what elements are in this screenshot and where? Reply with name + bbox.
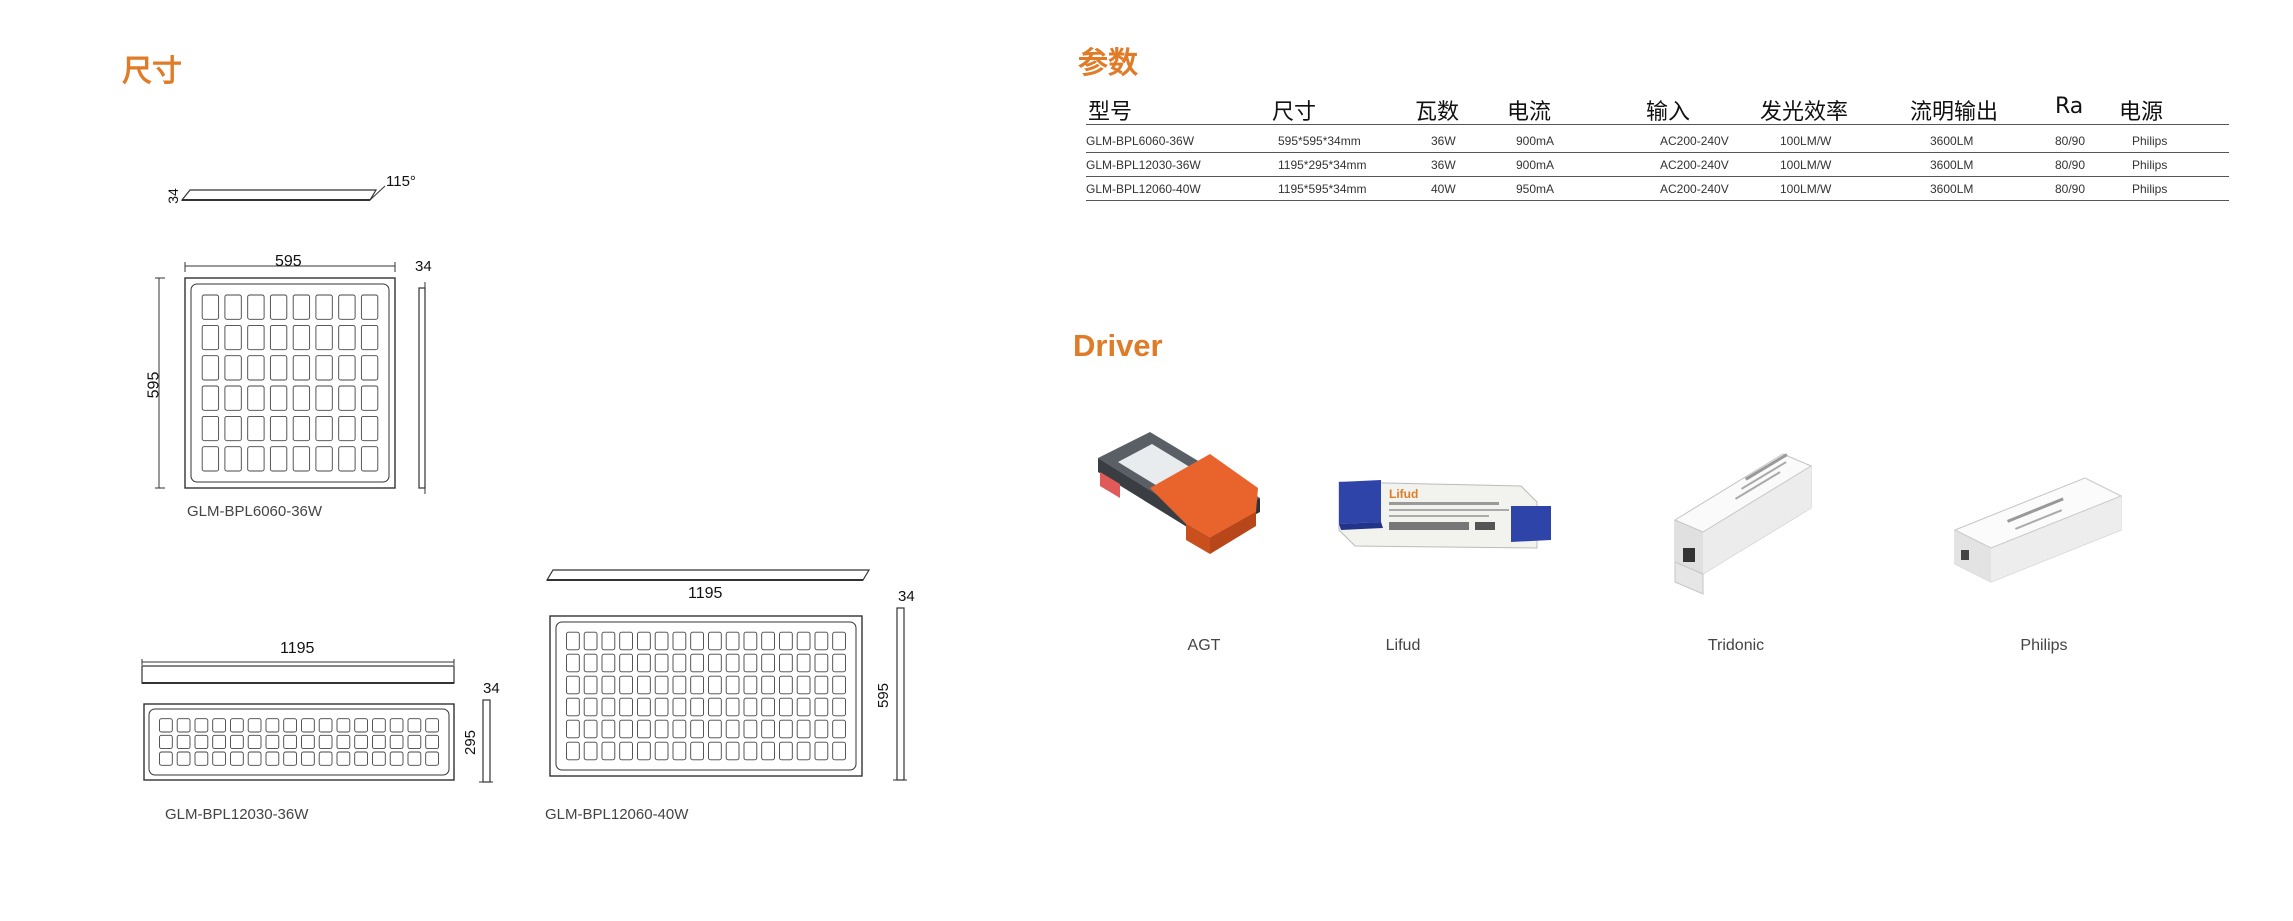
bpl12060-height-label: 595 [875,682,893,709]
bpl6060-height-label: 595 [145,371,163,399]
driver-name-lifud: Lifud [1385,637,1421,654]
header-lumen: 流明输出 [1910,100,1999,125]
cell-wattage: 36W [1431,134,1456,148]
bpl6060-top-view [155,262,426,494]
table-row: GLM-BPL12060-40W 1195*595*34mm 40W 950mA… [1086,176,2229,201]
bpl6060-angle-label: 115° [386,173,416,190]
cell-model: GLM-BPL12030-36W [1086,158,1201,172]
cell-size: 595*595*34mm [1278,134,1361,148]
driver-name-agt: AGT [1187,637,1221,654]
cell-input: AC200-240V [1660,134,1729,148]
header-wattage: 瓦数 [1415,100,1460,125]
header-efficacy: 发光效率 [1760,100,1849,125]
bpl12030-height-label: 295 [462,729,480,756]
cell-ra: 80/90 [2055,182,2086,196]
bpl12060-depth-label: 34 [898,588,915,605]
bpl6060-width-label: 595 [275,253,302,270]
lifud-driver-icon: Lifud [1338,480,1551,549]
cell-efficacy: 100LM/W [1780,134,1832,148]
cell-lumen: 3600LM [1930,134,1974,148]
spec-table-header: 型号 尺寸 瓦数 电流 输入 发光效率 流明输出 Ra 电源 [1086,92,2229,125]
bpl12030-side-profile [141,659,455,684]
bpl6060-caption: GLM-BPL6060-36W [187,503,323,520]
table-row: GLM-BPL6060-36W 595*595*34mm 36W 900mA A… [1086,128,2229,153]
agt-driver-icon [1098,432,1260,554]
driver-name-philips: Philips [2020,637,2068,654]
cell-wattage: 36W [1431,158,1456,172]
cell-current: 900mA [1516,134,1555,148]
header-driver: 电源 [2119,100,2164,125]
bpl12030-depth-profile [479,699,493,783]
table-row: GLM-BPL12030-36W 1195*295*34mm 36W 900mA… [1086,152,2229,177]
header-model: 型号 [1088,100,1133,125]
bpl12060-side-profile [545,569,871,581]
bpl12060-top-view [549,615,863,777]
cell-driver: Philips [2132,158,2168,172]
bpl6060-depth-label: 34 [415,258,432,275]
cell-model: GLM-BPL6060-36W [1086,134,1195,148]
bpl6060-side-profile [180,185,386,201]
params-title: 参数 [1078,46,1138,81]
bpl12030-top-view [143,703,455,781]
bpl12060-caption: GLM-BPL12060-40W [545,806,689,823]
cell-ra: 80/90 [2055,158,2086,172]
header-input: 输入 [1646,100,1691,125]
driver-name-tridonic: Tridonic [1707,637,1765,654]
cell-lumen: 3600LM [1930,182,1974,196]
header-ra: Ra [2055,94,2084,119]
dimensions-title: 尺寸 [122,54,182,89]
header-current: 电流 [1507,100,1552,125]
cell-driver: Philips [2132,134,2168,148]
bpl12060-width-label: 1195 [688,585,723,602]
cell-efficacy: 100LM/W [1780,158,1832,172]
cell-current: 950mA [1516,182,1555,196]
bpl6060-side-height-label: 34 [164,188,181,204]
cell-efficacy: 100LM/W [1780,182,1832,196]
cell-input: AC200-240V [1660,158,1729,172]
driver-title: Driver [1073,328,1163,363]
cell-wattage: 40W [1431,182,1456,196]
tridonic-driver-icon [1673,453,1813,595]
cell-model: GLM-BPL12060-40W [1086,182,1201,196]
bpl12030-depth-label: 34 [483,680,500,697]
cell-current: 900mA [1516,158,1555,172]
cell-ra: 80/90 [2055,134,2086,148]
philips-driver-icon [1953,477,2123,583]
cell-input: AC200-240V [1660,182,1729,196]
bpl12030-width-label: 1195 [280,640,315,657]
bpl12060-depth-profile [893,607,907,781]
cell-driver: Philips [2132,182,2168,196]
cell-size: 1195*295*34mm [1278,158,1367,172]
bpl12030-caption: GLM-BPL12030-36W [165,806,309,823]
cell-lumen: 3600LM [1930,158,1974,172]
lifud-brand-text: Lifud [1389,487,1418,501]
header-size: 尺寸 [1272,100,1317,125]
cell-size: 1195*595*34mm [1278,182,1367,196]
